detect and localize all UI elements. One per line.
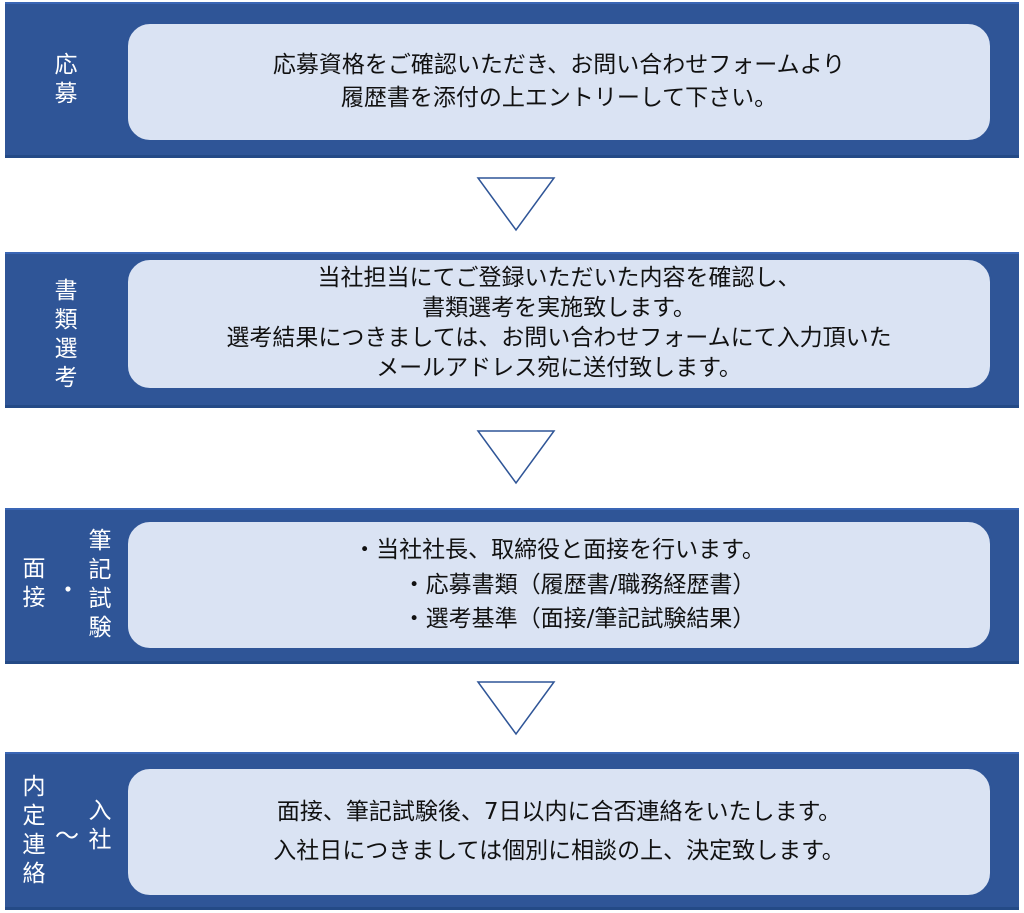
step-box-offer: 面接、筆記試験後、7日以内に合否連絡をいたします。 入社日につきましては個別に相… xyxy=(126,767,992,897)
step-label-separator: ・ xyxy=(56,576,80,604)
step-text-line: 応募資格をご確認いただき、お問い合わせフォームより xyxy=(272,51,846,78)
step-label-separator: ～ xyxy=(55,822,79,850)
step-box-interview: ・当社社長、取締役と面接を行います。 ・応募書類（履歴書/職務経歴書） ・選考基… xyxy=(126,520,992,650)
down-arrow-icon xyxy=(476,681,556,736)
step-text-line: 履歴書を添付の上エントリーして下さい。 xyxy=(340,85,778,111)
step-label-written-test: 筆記試験 xyxy=(84,528,110,644)
step-text-line: 当社担当にてご登録いただいた内容を確認し、 xyxy=(317,265,801,292)
step-text-line: メールアドレス宛に送付致します。 xyxy=(376,354,742,381)
step-text-line: ・当社社長、取締役と面接を行います。 xyxy=(353,537,765,564)
down-arrow-icon xyxy=(476,430,556,485)
step-label-joining: 入社 xyxy=(84,798,110,856)
step-label-offer-notice: 内定連絡 xyxy=(18,774,44,890)
step-text-line: 入社日につきましては個別に相談の上、決定致します。 xyxy=(273,838,845,864)
down-arrow-icon xyxy=(476,177,556,232)
step-text-line: 面接、筆記試験後、7日以内に合否連絡をいたします。 xyxy=(276,798,842,825)
step-text-line: ・選考基準（面接/筆記試験結果） xyxy=(402,606,756,633)
step-box-application: 応募資格をご確認いただき、お問い合わせフォームより 履歴書を添付の上エントリーし… xyxy=(126,22,992,142)
step-label-interview: 面接 xyxy=(18,556,44,614)
step-box-document-screening: 当社担当にてご登録いただいた内容を確認し、 書類選考を実施致します。 選考結果に… xyxy=(126,258,992,390)
step-text-line: 書類選考を実施致します。 xyxy=(422,295,696,322)
step-label-document-screening: 書類選考 xyxy=(50,278,76,394)
step-label-application: 応募 xyxy=(50,52,76,110)
step-text-line: 選考結果につきましては、お問い合わせフォームにて入力頂いた xyxy=(226,325,892,351)
step-text-line: ・応募書類（履歴書/職務経歴書） xyxy=(402,571,756,598)
